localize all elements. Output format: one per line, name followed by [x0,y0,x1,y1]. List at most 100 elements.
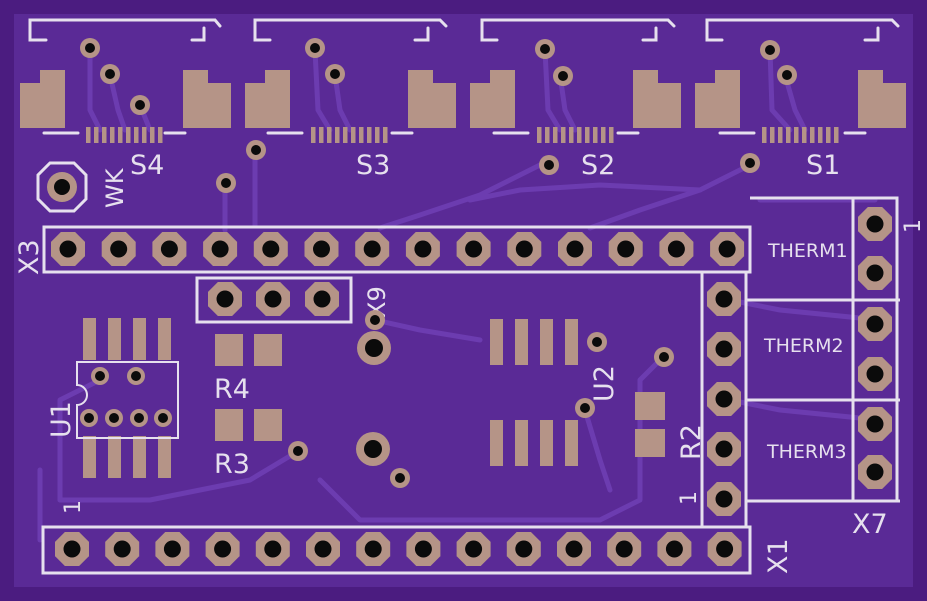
x3-header-pins [51,232,745,266]
header-pin [707,532,742,566]
finger-pad [593,127,598,143]
finger-pad [569,127,574,143]
pad [490,70,515,85]
finger-pad [150,127,155,143]
u2-pads [490,319,578,466]
finger-pad [110,127,115,143]
pad [20,83,65,128]
x9-header-pins [208,282,339,316]
finger-pad [810,127,815,143]
pad [858,83,906,128]
finger-pad [770,127,775,143]
label-x7-pin1: 1 [901,219,926,233]
via [575,398,595,418]
pad [183,83,231,128]
via [325,64,345,84]
header-pin [208,282,242,316]
finger-pad [778,127,783,143]
pad [183,70,208,85]
x9-header-outline [195,276,353,324]
copper-traces [37,47,883,543]
finger-pad [359,127,364,143]
via [365,310,385,330]
finger-pad [601,127,606,143]
header-pin [152,232,187,266]
finger-pad [351,127,356,143]
via [216,173,236,193]
header-pin [101,232,136,266]
finger-pad [545,127,550,143]
through-hole [357,331,391,365]
dip-pin [91,367,109,385]
header-pin [405,232,440,266]
header-pin [355,232,390,266]
label-therm1: THERM1 [767,240,848,262]
header-pin [707,482,741,516]
label-s1: S1 [806,150,840,181]
through-holes [356,331,391,466]
via [740,153,760,173]
header-pin [710,232,745,266]
header-pin [707,382,741,416]
via [390,468,410,488]
header-pin [456,532,491,566]
finger-pad [794,127,799,143]
finger-pad [343,127,348,143]
header-pin [558,232,592,266]
header-pin [406,532,441,566]
finger-pad [577,127,582,143]
dip-pin [105,409,123,427]
header-pin [55,532,89,566]
finger-pad [335,127,340,143]
via [80,38,100,58]
u1-outline [76,361,179,439]
finger-pad [134,127,139,143]
label-therm2: THERM2 [763,335,844,357]
header-pin [304,232,339,266]
switch-silkscreen [28,18,900,135]
via [305,38,325,58]
therm-divider-lines [746,196,900,503]
finger-pad [375,127,380,143]
header-pin [255,532,290,566]
header-pin [203,232,238,266]
finger-pad [367,127,372,143]
label-s3: S3 [356,150,390,181]
label-x1: X1 [763,538,794,574]
dip-pin [130,409,148,427]
header-pin [858,357,892,391]
pad [40,70,65,85]
header-pin [657,532,692,566]
via [535,39,555,59]
u1-soic-pads [83,318,171,478]
through-hole [356,432,390,466]
header-pin [456,232,491,266]
finger-pad [311,127,316,143]
header-pin [607,532,642,566]
via [553,66,573,86]
label-r2-pin1: 1 [677,491,702,505]
header-pin [105,532,140,566]
header-pin [155,532,190,566]
label-s2: S2 [581,150,615,181]
header-pin [253,232,288,266]
wk-pad-outline [36,161,88,213]
finger-pad [94,127,99,143]
pad [633,70,658,85]
header-pin [256,282,290,316]
pad [858,70,883,85]
finger-pad [762,127,767,143]
via [100,64,120,84]
header-pin [557,532,591,566]
x7-header-pins [858,207,892,489]
r2-pads [635,392,665,457]
label-r4: R4 [214,374,250,405]
header-pin [858,455,892,489]
label-wk: WK [101,167,129,208]
finger-pad [818,127,823,143]
header-pin [306,532,340,566]
pad [470,83,515,128]
fine-pitch-pads [86,127,839,143]
via [539,155,559,175]
